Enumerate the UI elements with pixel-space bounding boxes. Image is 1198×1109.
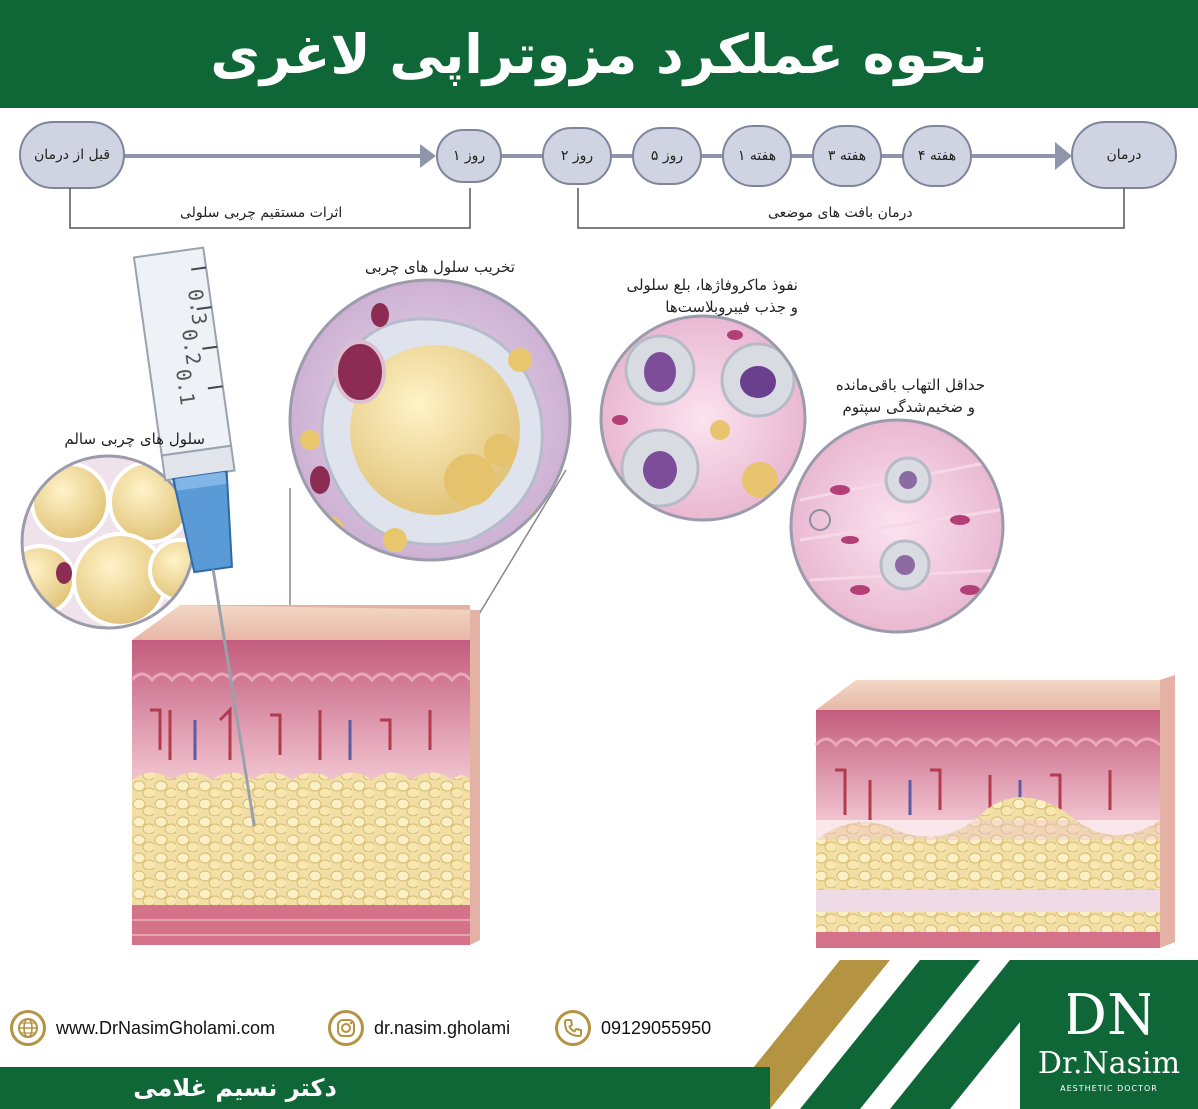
caption-inflammation-1: حداقل التهاب باقی‌مانده [835, 376, 985, 394]
caption-destruction: تخریب سلول های چربی [365, 258, 515, 276]
website-text: www.DrNasimGholami.com [56, 1017, 276, 1038]
node-day1 [436, 129, 502, 183]
footer-bar [0, 1067, 770, 1109]
globe-icon [10, 1010, 46, 1046]
caption-inflammation-2: و ضخیم‌شدگی سپتوم [842, 398, 975, 416]
bracket-label-left: اثرات مستقیم چربی سلولی [172, 205, 351, 221]
node-before [19, 121, 125, 189]
caption-macrophages-2: و جذب فیبروبلاست‌ها [665, 298, 798, 316]
node-label-before: قبل از درمان [33, 147, 111, 163]
skin-block-left [130, 605, 480, 945]
node-label-week3: هفته ۳ [827, 148, 867, 164]
contact-phone[interactable]: 09129055950 [555, 1010, 711, 1046]
bracket-left [69, 188, 471, 229]
node-label-treatment: درمان [1106, 147, 1142, 163]
logo-block [1020, 960, 1198, 1109]
logo-monogram: DN [1068, 983, 1150, 1044]
node-day5 [632, 127, 702, 185]
caption-macrophages-1: نفوذ ماکروفاژها، بلع سلولی [626, 276, 798, 294]
node-label-day5: روز ۵ [650, 148, 684, 164]
caption-healthy: سلول های چربی سالم [64, 430, 205, 448]
inflammation-circle [789, 418, 1005, 634]
bracket-label-right: درمان بافت های موضعی [760, 205, 921, 221]
timeline [19, 121, 1177, 229]
phone-icon [555, 1010, 591, 1046]
node-week1 [722, 125, 792, 187]
node-label-day1: روز ۱ [452, 148, 486, 164]
fat-destruction-circle [288, 278, 572, 562]
macrophage-circle [599, 314, 807, 522]
node-label-week4: هفته ۴ [917, 148, 957, 164]
contact-instagram[interactable]: dr.nasim.gholami [328, 1010, 510, 1046]
syringe [132, 246, 256, 827]
instagram-icon [328, 1010, 364, 1046]
node-day2 [542, 127, 612, 185]
phone-text: 09129055950 [601, 1017, 712, 1038]
logo-monogram-text: DN [1068, 983, 1150, 1044]
doctor-name: دکتر نسیم غلامی [133, 1074, 337, 1102]
syringe-mark-0: 0.3 [183, 287, 212, 326]
instagram-text: dr.nasim.gholami [374, 1017, 511, 1038]
skin-block-right [814, 675, 1175, 948]
syringe-mark-2: 0.1 [171, 367, 200, 406]
illustration: 0.3 0.2 0.1 [20, 246, 1175, 948]
timeline-arrow-right [1055, 142, 1072, 170]
node-week3 [812, 125, 882, 187]
title-banner [0, 0, 1198, 108]
logo-name: Dr.Nasim [1037, 1046, 1181, 1081]
logo-subtitle: AESTHETIC DOCTOR [1060, 1084, 1158, 1093]
node-label-day2: روز ۲ [560, 148, 594, 164]
bracket-right [577, 188, 1125, 229]
syringe-mark-1: 0.2 [177, 327, 206, 366]
node-week4 [902, 125, 972, 187]
node-label-week1: هفته ۱ [737, 148, 777, 164]
contact-website[interactable]: www.DrNasimGholami.com [10, 1010, 275, 1046]
page-title: نحوه عملکرد مزوتراپی لاغری [210, 22, 988, 86]
timeline-arrow-left [420, 144, 436, 168]
